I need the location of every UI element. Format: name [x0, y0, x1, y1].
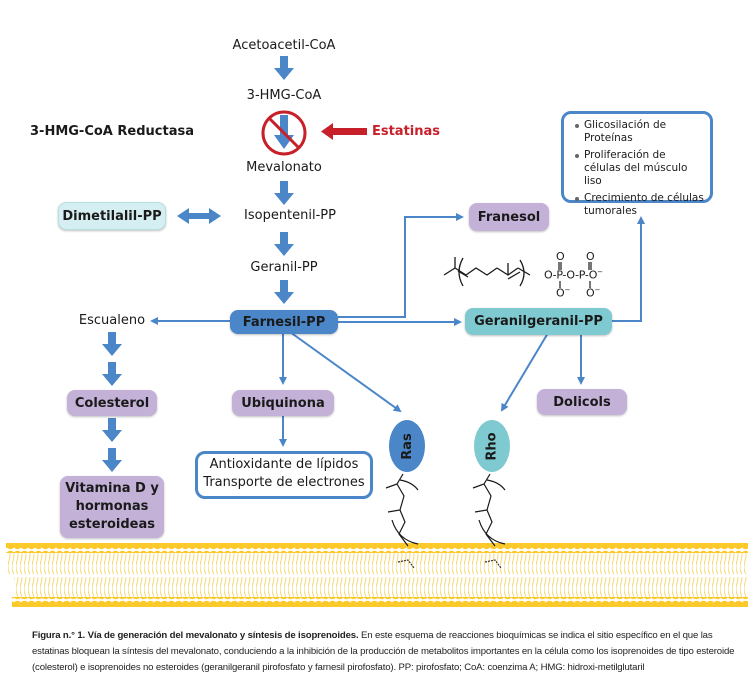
node-dolicols-label: Dolicols [553, 394, 611, 410]
diagram-connectors [6, 56, 748, 607]
block-arrow-mevalonato-to-isopentenil [274, 181, 294, 205]
node-acetoacetil-coa: Acetoacetil-CoA [232, 38, 336, 53]
estatinas-arrow [321, 123, 367, 140]
o-bottom-1-label: O [556, 286, 565, 300]
vitamina-line-1: Vitamina D y [65, 481, 159, 496]
outcome-item: Proliferación de células del músculo lis… [575, 149, 704, 188]
caption-body: En este esquema de reacciones bioquímica… [32, 630, 735, 673]
protein-rho-label: Rho [484, 431, 500, 461]
node-escualeno: Escualeno [78, 313, 146, 328]
block-arrow-colesterol-1 [102, 418, 122, 442]
arrow-geranilgeranil-to-outcomes [612, 216, 645, 322]
vitamina-line-2: hormonas [75, 499, 149, 514]
pyrophosphate-o-bottom-2: O− [586, 286, 601, 300]
inhibition-symbol [261, 110, 307, 156]
node-farnesil-pp: Farnesil-PP [230, 310, 338, 334]
pyrophosphate-chain: O-P-O-P-O− [544, 268, 603, 282]
isoprenoid-structure [443, 257, 531, 287]
caption-title: Figura n.° 1. Vía de generación del meva… [32, 630, 359, 641]
double-arrow-dimetilalil-isopentenil [177, 208, 221, 224]
node-geranilgeranil-pp-label: Geranilgeranil-PP [474, 314, 603, 329]
node-franesol: Franesol [469, 203, 549, 231]
node-3-hmg-coa: 3-HMG-CoA [246, 88, 322, 103]
block-arrow-isopentenil-to-geranil [274, 232, 294, 256]
vitamina-line-3: esteroideas [68, 517, 156, 532]
antioxidante-line-2: Transporte de electrones [203, 475, 365, 490]
antioxidante-line-1: Antioxidante de lípidos [209, 457, 359, 472]
node-ubiquinona: Ubiquinona [232, 390, 334, 416]
cell-membrane [6, 543, 748, 607]
node-ubiquinona-label: Ubiquinona [241, 395, 325, 411]
mevalonate-pathway-diagram: Acetoacetil-CoA 3-HMG-CoA 3-HMG-CoA Redu… [6, 38, 748, 607]
node-geranilgeranil-pp: Geranilgeranil-PP [465, 308, 612, 335]
node-colesterol-label: Colesterol [74, 395, 150, 411]
protein-rho: Rho [474, 420, 510, 472]
node-dimetilalil-pp: Dimetilalil-PP [58, 202, 166, 230]
node-mevalonato: Mevalonato [246, 160, 322, 175]
outcome-item: Crecimiento de células tumorales [575, 192, 704, 217]
node-franesol-label: Franesol [477, 209, 541, 225]
arrow-farnesil-to-franesol [338, 213, 464, 318]
node-colesterol: Colesterol [67, 390, 157, 416]
node-geranil-pp: Geranil-PP [250, 260, 318, 275]
outcome-item: Glicosilación de Proteínas [575, 119, 704, 145]
outcomes-box: Glicosilación de Proteínas Proliferación… [561, 111, 713, 217]
block-arrow-escualeno-2 [102, 362, 122, 386]
pyrophosphate-chain-label: O-P-O-P-O [544, 268, 598, 282]
label-hmg-coa-reductasa: 3-HMG-CoA Reductasa [30, 124, 194, 139]
o-bottom-2-label: O [586, 286, 595, 300]
node-antioxidante-transporte: Antioxidante de lípidos Transporte de el… [195, 451, 373, 499]
label-estatinas: Estatinas [371, 124, 441, 139]
node-dolicols: Dolicols [537, 389, 627, 415]
pyrophosphate-o-top-2: O [586, 250, 595, 263]
block-arrow-geranil-to-farnesil [274, 280, 294, 304]
arrow-geranilgeranil-to-rho [500, 332, 549, 412]
node-farnesil-pp-label: Farnesil-PP [242, 314, 326, 330]
node-vitamina-d-hormonas: Vitamina D y hormonas esteroideas [60, 476, 164, 538]
protein-ras-label: Ras [399, 432, 415, 460]
pyrophosphate-o-top-1: O [556, 250, 565, 263]
rho-prenyl-anchor [472, 473, 506, 569]
figure-caption: Figura n.° 1. Vía de generación del meva… [32, 628, 740, 676]
arrow-farnesil-to-ras [289, 331, 402, 413]
node-isopentenil-pp: Isopentenil-PP [244, 208, 336, 223]
block-arrow-acetoacetil-to-hmg [274, 56, 294, 80]
protein-ras: Ras [389, 420, 425, 472]
block-arrow-escualeno-1 [102, 332, 122, 356]
pyrophosphate-o-bottom-1: O− [556, 286, 571, 300]
ras-prenyl-anchor [385, 473, 419, 569]
block-arrow-colesterol-2 [102, 448, 122, 472]
node-dimetilalil-pp-label: Dimetilalil-PP [62, 208, 162, 224]
